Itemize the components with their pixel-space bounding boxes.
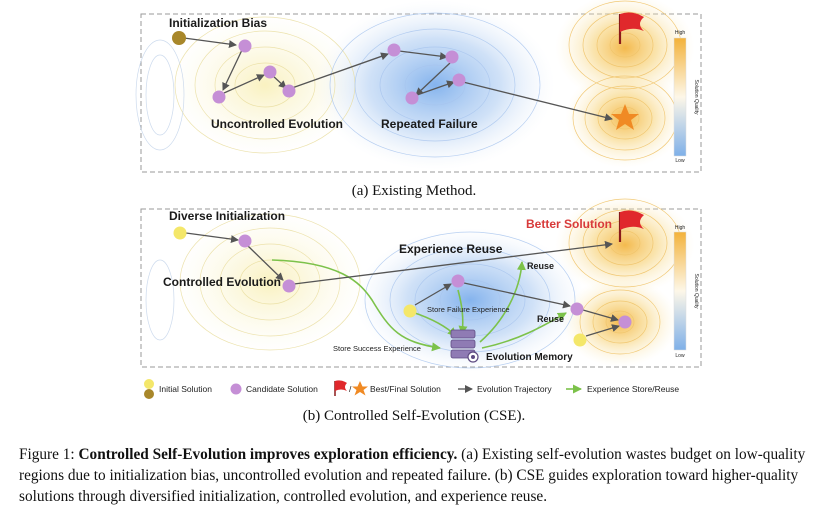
legend-best-label: Best/Final Solution xyxy=(370,384,441,394)
panel-b: High Low Solution Quality xyxy=(140,195,702,372)
legend-candidate-label: Candidate Solution xyxy=(246,384,318,394)
colorbar-b-high: High xyxy=(675,225,686,231)
label-evolution-memory: Evolution Memory xyxy=(486,352,573,363)
candidate-a-2 xyxy=(263,65,277,79)
traj-a-7 xyxy=(415,62,451,96)
candidate-a-6 xyxy=(445,50,459,64)
flag-b xyxy=(618,210,644,242)
legend-store-label: Experience Store/Reuse xyxy=(587,384,679,394)
legend-initial-olive-icon xyxy=(144,389,154,399)
candidate-b-1 xyxy=(238,234,252,248)
reuse-top-arrow xyxy=(479,261,526,343)
traj-a-1 xyxy=(183,37,237,49)
panel-a-landscape xyxy=(135,0,695,170)
traj-a-5 xyxy=(291,52,389,89)
panel-a-trajectory xyxy=(183,37,613,122)
flag-a xyxy=(618,12,644,44)
initial-solution-a xyxy=(172,31,186,45)
candidate-b-3 xyxy=(451,274,465,288)
colorbar-a-gradient xyxy=(673,37,687,157)
traj-a-6 xyxy=(398,50,448,61)
traj-b-3 xyxy=(293,240,613,285)
label-uncontrolled: Uncontrolled Evolution xyxy=(211,117,343,131)
figure-caption-bold: Controlled Self-Evolution improves explo… xyxy=(78,446,458,463)
legend-initial-label: Initial Solution xyxy=(159,384,212,394)
candidate-a-1 xyxy=(238,39,252,53)
label-better-solution: Better Solution xyxy=(526,217,612,231)
colorbar-a-low: Low xyxy=(675,158,685,164)
label-reuse-top: Reuse xyxy=(527,261,554,271)
traj-a-3 xyxy=(223,74,265,94)
panel-b-experience xyxy=(271,259,567,352)
label-reuse-right: Reuse xyxy=(537,314,564,324)
candidate-a-3 xyxy=(212,90,226,104)
panel-b-trajectory xyxy=(185,232,620,337)
candidate-b-4 xyxy=(570,302,584,316)
colorbar-a-title: Solution Quality xyxy=(693,79,699,115)
initial-solution-b-3 xyxy=(573,333,587,347)
label-store-success: Store Success Experience xyxy=(333,344,421,353)
figure-caption: Figure 1: Controlled Self-Evolution impr… xyxy=(19,444,819,507)
traj-b-1 xyxy=(185,232,239,244)
database-icon xyxy=(450,329,479,363)
initial-solution-b-2 xyxy=(403,304,417,318)
legend-flag-icon xyxy=(334,380,347,396)
store-success-arrow xyxy=(271,259,441,352)
initial-solution-b-1 xyxy=(173,226,187,240)
colorbar-b-title: Solution Quality xyxy=(693,273,699,309)
colorbar-a: High Low Solution Quality xyxy=(673,30,699,164)
legend-candidate-icon xyxy=(230,383,242,395)
traj-a-9 xyxy=(462,81,613,122)
colorbar-b-gradient xyxy=(673,231,687,351)
label-diverse-init: Diverse Initialization xyxy=(169,209,285,223)
candidate-b-5 xyxy=(618,315,632,329)
traj-b-4 xyxy=(414,283,452,306)
label-repeated: Repeated Failure xyxy=(381,117,478,131)
candidate-a-7 xyxy=(452,73,466,87)
candidate-b-2 xyxy=(282,279,296,293)
figure-caption-prefix: Figure 1: xyxy=(19,446,79,463)
colorbar-b: High Low Solution Quality xyxy=(673,225,699,359)
candidate-a-4 xyxy=(282,84,296,98)
traj-b-5 xyxy=(463,282,571,309)
panel-a: High Low Solution Quality xyxy=(135,0,702,173)
final-star-a xyxy=(611,104,639,130)
label-store-failure: Store Failure Experience xyxy=(427,305,510,314)
label-init-bias: Initialization Bias xyxy=(169,16,267,30)
traj-b-6 xyxy=(582,309,619,322)
traj-a-4 xyxy=(271,74,287,89)
traj-b-7 xyxy=(585,324,620,337)
traj-b-2 xyxy=(247,245,284,281)
label-controlled: Controlled Evolution xyxy=(163,275,281,289)
candidate-a-5 xyxy=(387,43,401,57)
svg-text:/: / xyxy=(349,384,352,394)
colorbar-b-low: Low xyxy=(675,353,685,359)
candidate-a-8 xyxy=(405,91,419,105)
panel-b-landscape xyxy=(145,195,695,372)
legend: Initial Solution Candidate Solution / Be… xyxy=(144,379,679,399)
figure-caption-rest: (a) Existing self-evolution wastes budge… xyxy=(19,446,806,505)
label-experience-reuse: Experience Reuse xyxy=(399,242,503,256)
legend-star-icon xyxy=(352,381,368,396)
caption-a: (a) Existing Method. xyxy=(351,183,477,199)
reuse-right-arrow xyxy=(481,312,567,349)
legend-trajectory-label: Evolution Trajectory xyxy=(477,384,552,394)
caption-b: (b) Controlled Self-Evolution (CSE). xyxy=(302,408,526,424)
traj-a-8 xyxy=(416,80,455,96)
traj-a-2 xyxy=(222,49,243,91)
colorbar-a-high: High xyxy=(675,30,686,36)
legend-initial-yellow-icon xyxy=(144,379,154,389)
